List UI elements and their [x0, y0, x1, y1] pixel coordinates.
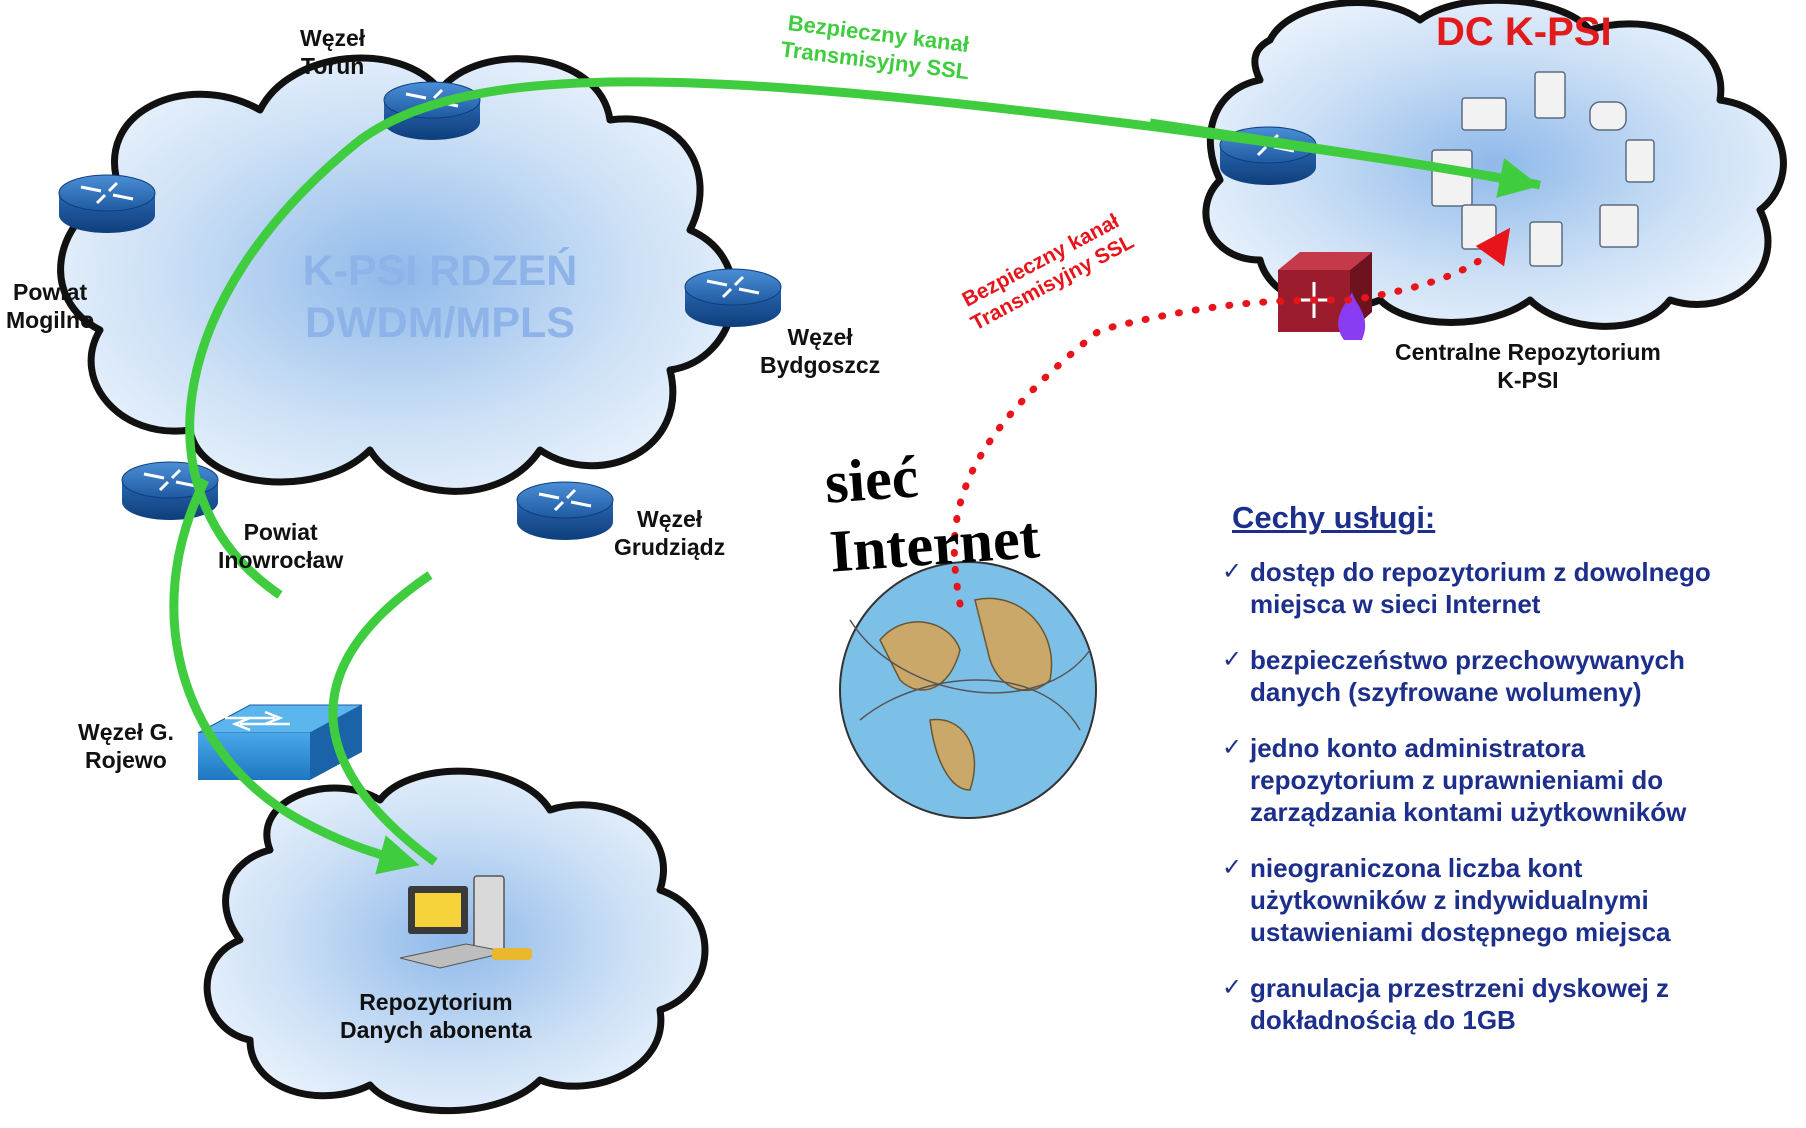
firewall-icon	[1278, 252, 1372, 340]
check-icon: ✓	[1222, 558, 1243, 585]
router-icon-bydgoszcz	[684, 268, 782, 327]
core-title-line1: K-PSI RDZEŃ	[302, 247, 578, 295]
green-ssl-channel-arrow-head	[1149, 118, 1540, 198]
node-label-rojewo: Węzeł G.Rojewo	[78, 719, 174, 773]
core-title-line2: DWDM/MPLS	[305, 299, 575, 347]
computer-icon	[399, 875, 532, 969]
globe-icon	[839, 561, 1097, 819]
core-network-label: K-PSI RDZEŃ DWDM/MPLS	[270, 245, 610, 349]
internet-label: sieć Internet	[822, 443, 1042, 585]
router-icon-torun	[383, 81, 481, 140]
check-icon: ✓	[1222, 646, 1243, 673]
check-icon: ✓	[1222, 974, 1243, 1001]
dc-title: DC K-PSI	[1436, 10, 1612, 54]
red-ssl-channel-arrow	[950, 227, 1511, 608]
green-to-subscriber-arrow	[169, 477, 420, 875]
core-cloud	[57, 54, 738, 495]
dc-cloud	[1202, 0, 1787, 330]
features-heading: Cechy usługi:	[1232, 500, 1436, 535]
router-icon-grudziadz	[516, 481, 614, 540]
switch-icon-rojewo	[197, 704, 363, 780]
check-icon: ✓	[1222, 854, 1243, 881]
router-icon-mogilno	[58, 174, 156, 233]
check-icon: ✓	[1222, 734, 1243, 761]
subscriber-cloud	[203, 767, 709, 1115]
